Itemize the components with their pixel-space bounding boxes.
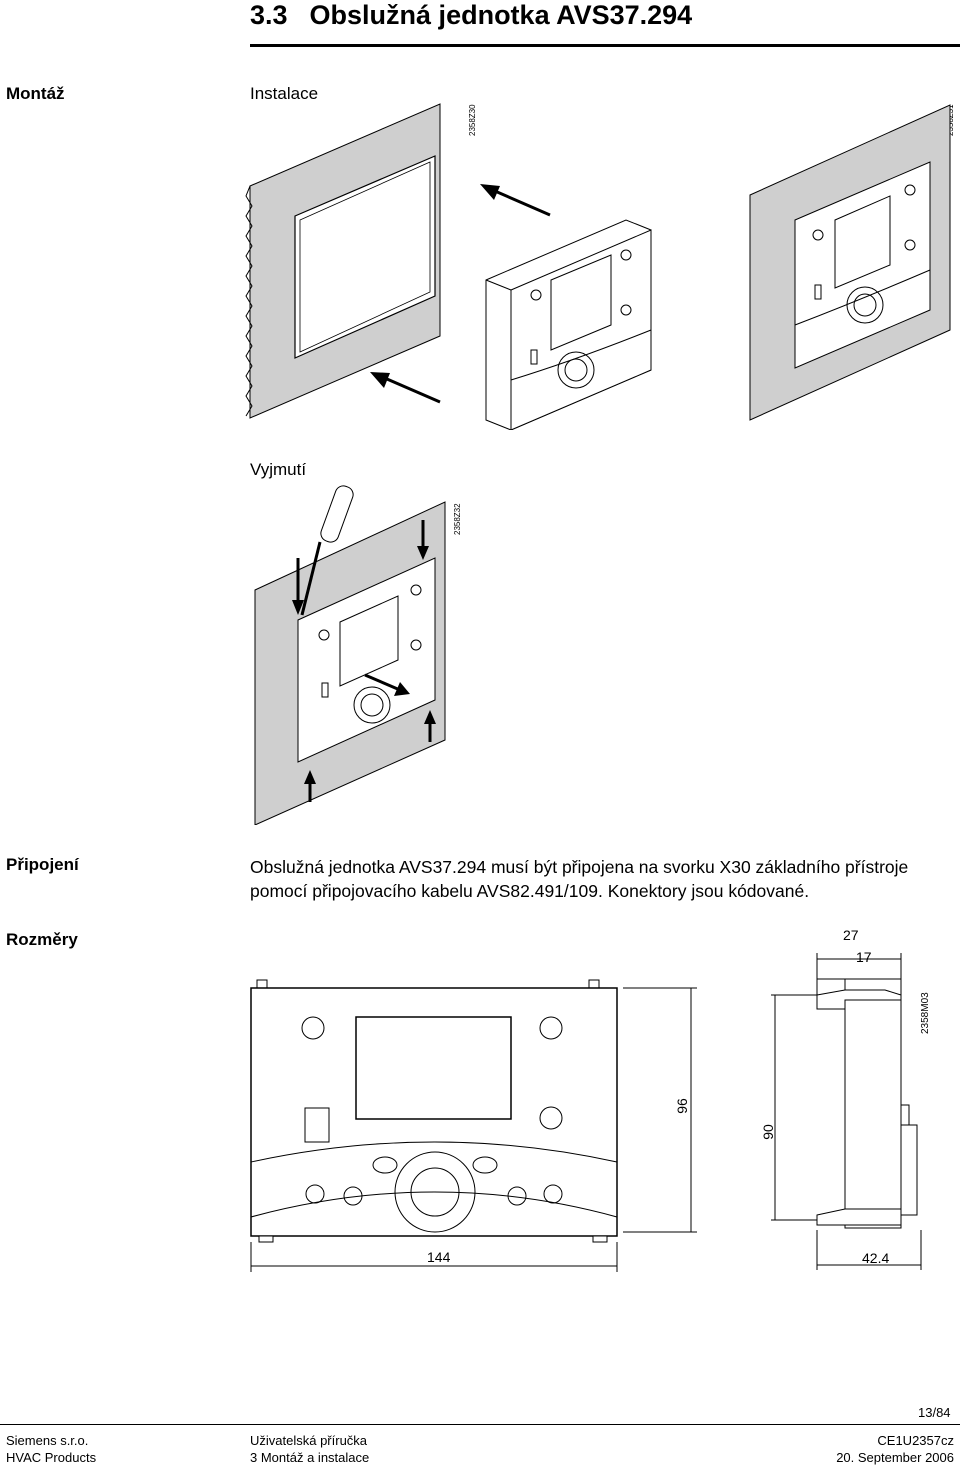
- dim-27: 27: [843, 927, 859, 943]
- side-view-drawing: [771, 953, 922, 1270]
- heading-mount: Montáž: [6, 84, 65, 103]
- footer-chapter: 3 Montáž a instalace: [250, 1450, 370, 1465]
- heading-remove: Vyjmutí: [250, 460, 307, 479]
- arrow-icon: [370, 184, 551, 404]
- footer-company: Siemens s.r.o.: [6, 1433, 89, 1448]
- dim-144: 144: [427, 1249, 451, 1265]
- footer-doc-code: CE1U2357cz: [877, 1433, 954, 1448]
- header-rule: [250, 44, 960, 47]
- installed-device-illustration: [749, 104, 951, 421]
- dim-96: 96: [673, 1098, 690, 1114]
- footer-rule: [0, 1424, 960, 1425]
- section-number: 3.3: [250, 0, 288, 30]
- figure-code: 2358Z32: [453, 503, 462, 535]
- page-number: 13/84: [918, 1405, 951, 1420]
- dim-42-4: 42.4: [862, 1250, 890, 1266]
- heading-install: Instalace: [250, 84, 319, 103]
- front-view-drawing: [250, 979, 697, 1272]
- connection-text: Obslužná jednotka AVS37.294 musí být při…: [250, 857, 909, 901]
- footer-date: 20. September 2006: [836, 1450, 954, 1465]
- section-title: Obslužná jednotka AVS37.294: [309, 0, 693, 30]
- wall-cutout-illustration: [245, 103, 441, 419]
- dim-90: 90: [759, 1124, 776, 1140]
- dim-17: 17: [856, 949, 872, 965]
- removal-illustration: [254, 485, 446, 825]
- footer-division: HVAC Products: [6, 1450, 97, 1465]
- device-insertion-illustration: [485, 219, 652, 430]
- footer-doc-title: Uživatelská příručka: [250, 1433, 368, 1448]
- heading-dimensions: Rozměry: [6, 930, 78, 949]
- heading-connect: Připojení: [6, 855, 79, 874]
- screwdriver-icon: [320, 485, 354, 543]
- page-title: 3.3 Obslužná jednotka AVS37.294: [250, 0, 692, 31]
